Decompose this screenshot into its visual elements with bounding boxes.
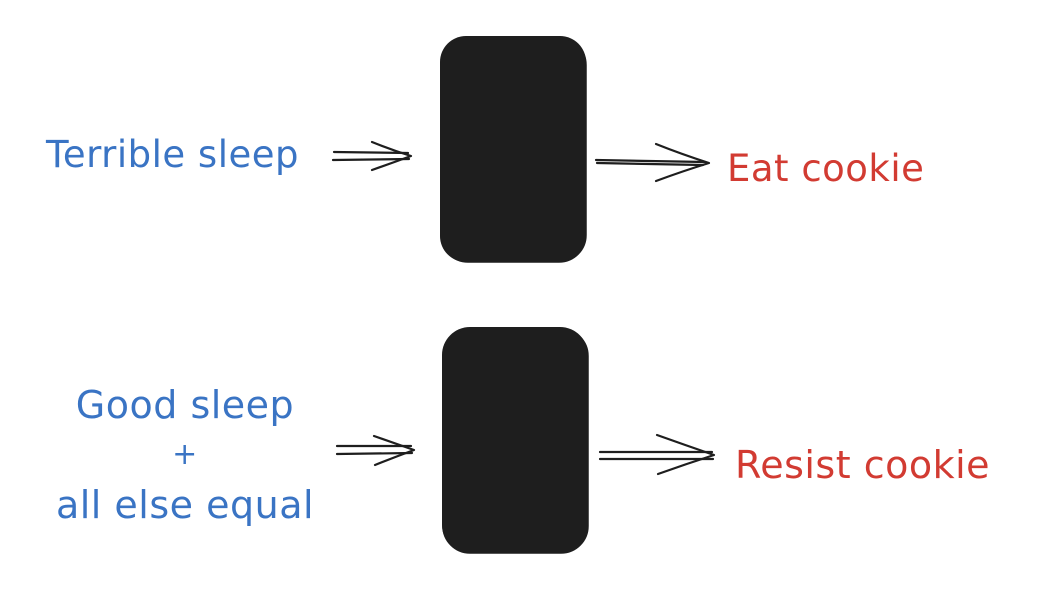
output-arrow-1 bbox=[594, 142, 711, 183]
input-label-terrible-sleep: Terrible sleep bbox=[46, 133, 299, 176]
row-1 bbox=[331, 36, 711, 263]
input-label-good-sleep: Good sleep bbox=[40, 386, 330, 424]
input-label-plus: + bbox=[40, 440, 330, 470]
output-label-eat-cookie: Eat cookie bbox=[727, 147, 925, 190]
row-2 bbox=[335, 327, 716, 554]
input-label-all-else-equal: all else equal bbox=[40, 486, 330, 524]
input-label-line-2: + bbox=[172, 437, 198, 472]
input-arrow-2 bbox=[335, 434, 416, 467]
input-label-line-3: all else equal bbox=[55, 483, 315, 527]
black-box-1 bbox=[440, 36, 587, 263]
input-label-line-1: Good sleep bbox=[75, 383, 295, 427]
black-box-2 bbox=[442, 327, 589, 554]
output-label-resist-cookie: Resist cookie bbox=[735, 443, 991, 487]
input-arrow-1 bbox=[331, 140, 413, 172]
output-arrow-2 bbox=[598, 433, 716, 476]
